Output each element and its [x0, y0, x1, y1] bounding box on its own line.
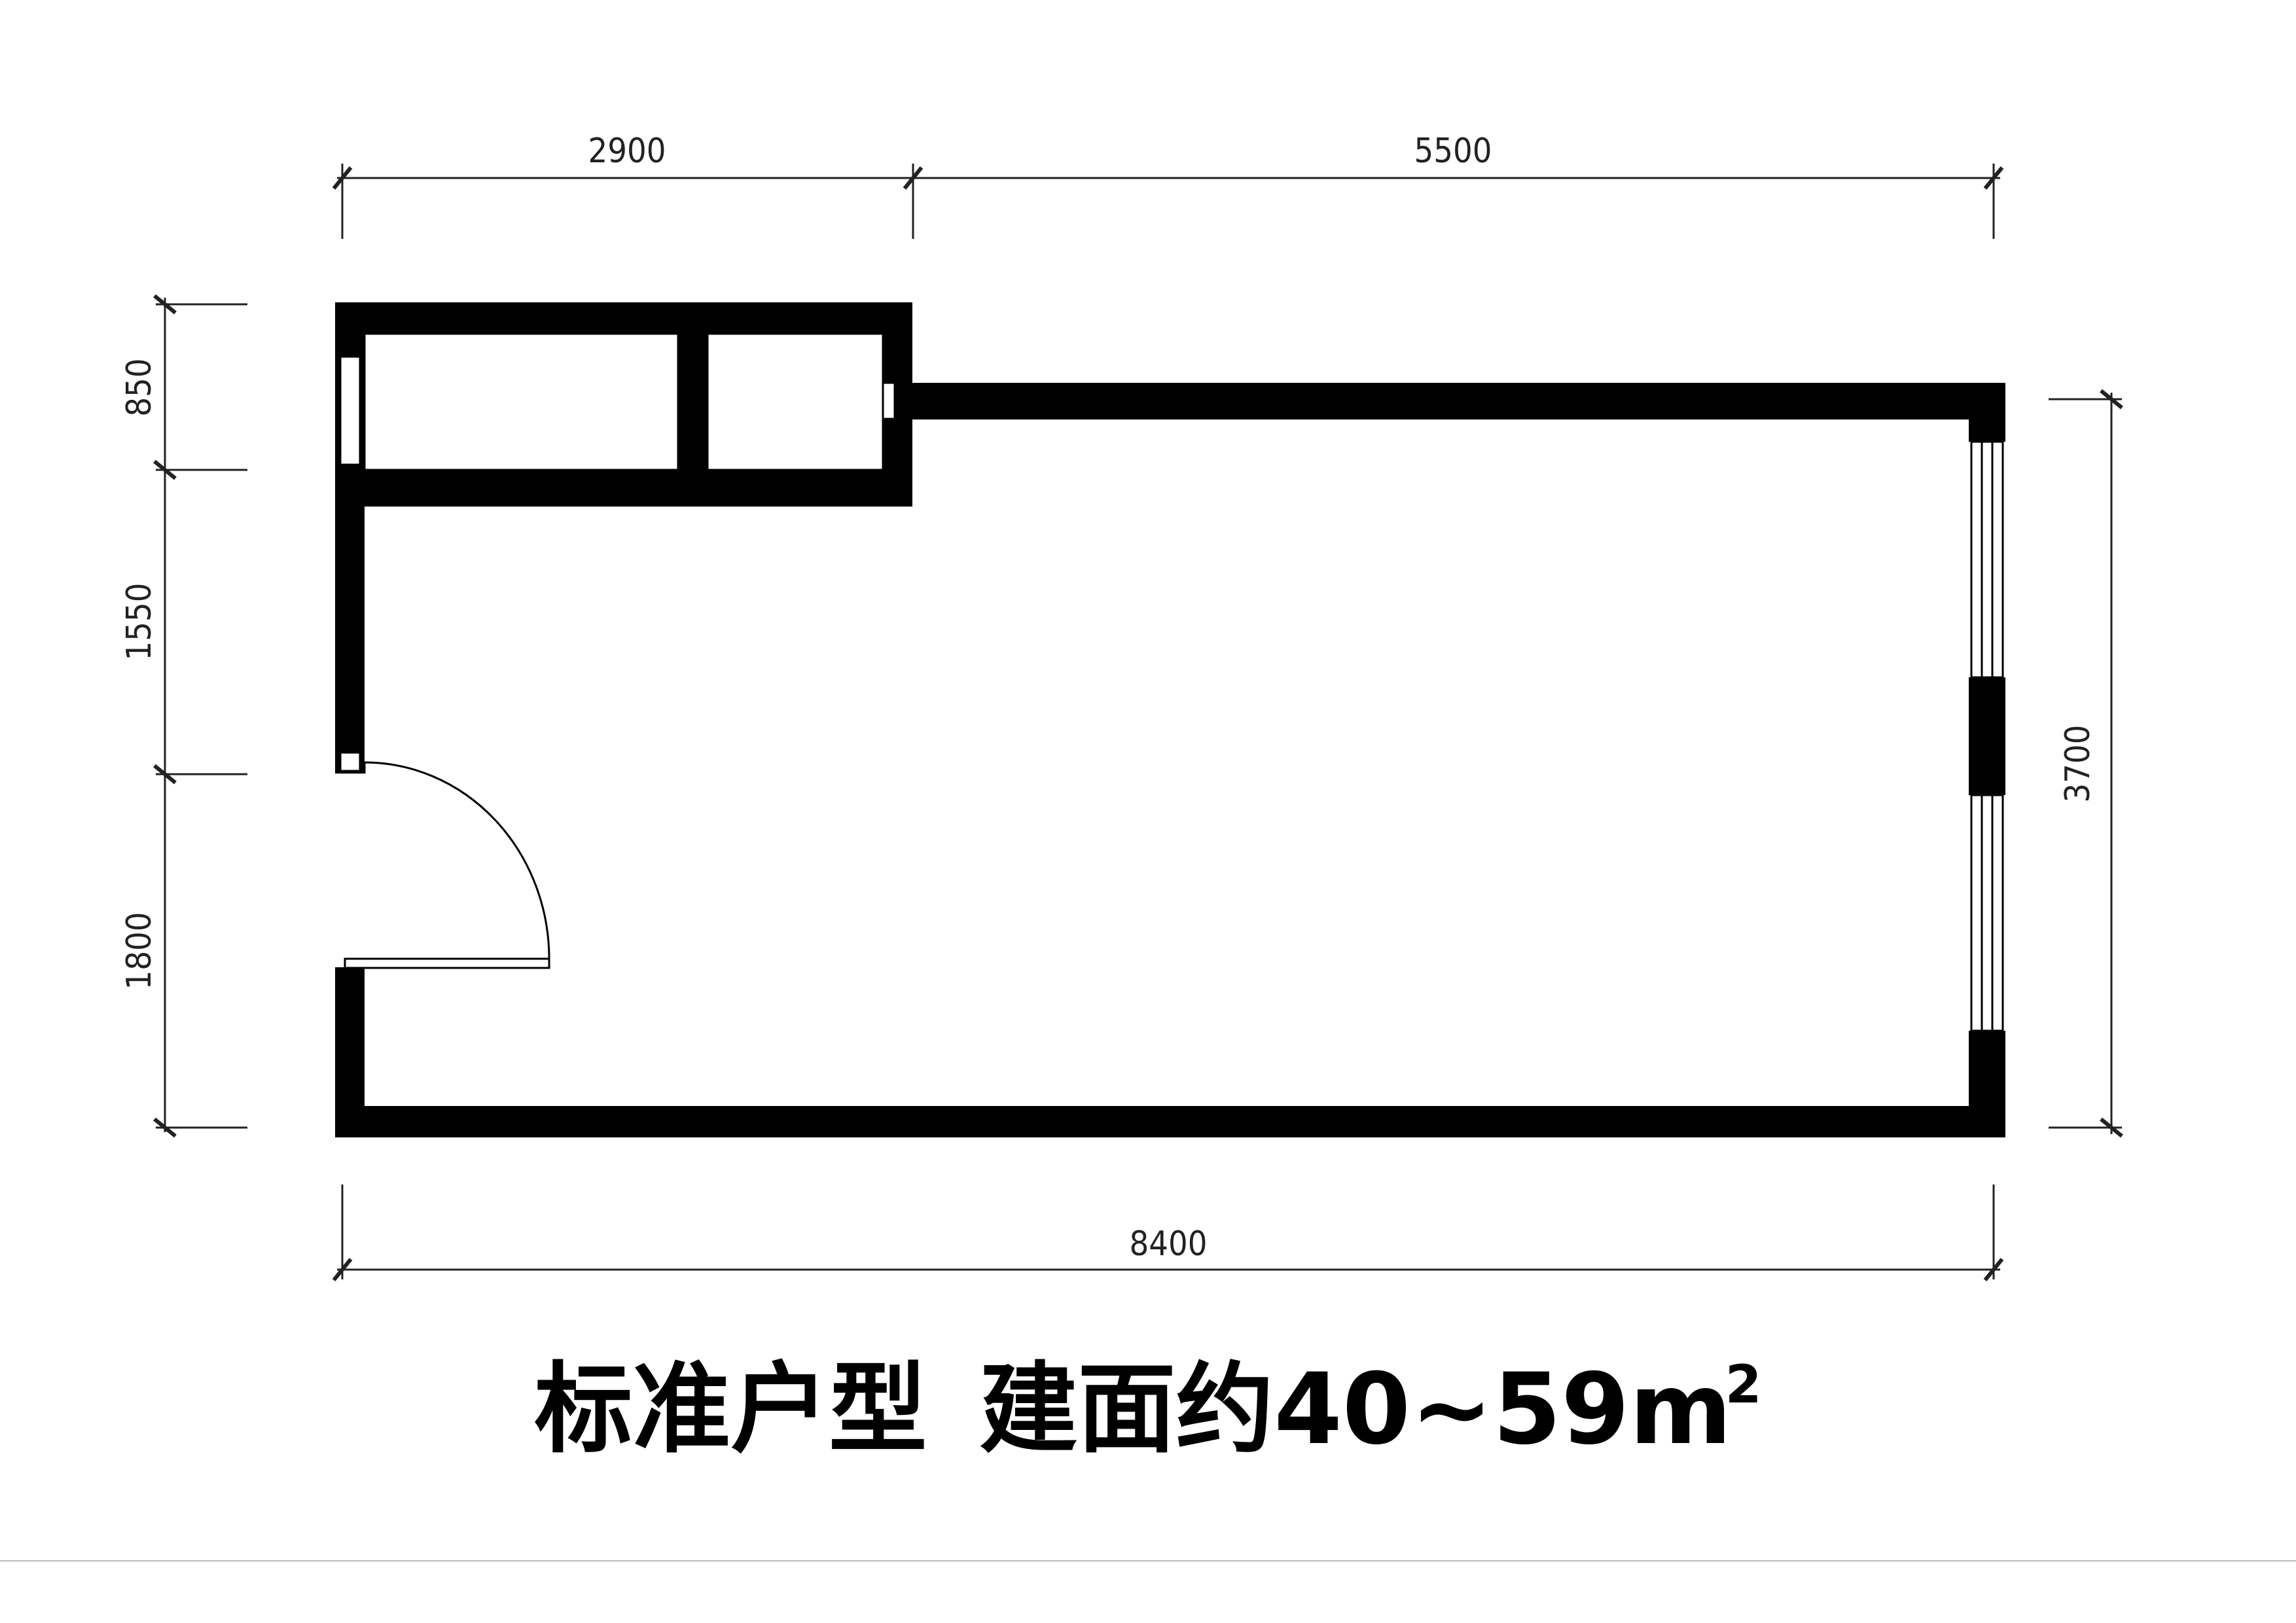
door-swing-arc	[364, 761, 550, 959]
entry-door	[344, 761, 550, 969]
wall-top-main	[883, 383, 2005, 419]
dim-right: 3700	[2058, 724, 2098, 802]
wall-right-middle	[1969, 677, 2005, 795]
dim-left-middle: 1550	[120, 582, 159, 660]
wall-bottom	[335, 1106, 2005, 1137]
caption-area-text: 建面约40~59m	[979, 1352, 1732, 1467]
dim-top-right: 5500	[1414, 132, 1492, 171]
window-upper	[1970, 440, 2004, 679]
niches	[339, 355, 896, 772]
dim-left-top: 850	[120, 358, 159, 416]
caption-area-sup: 2	[1725, 1353, 1762, 1415]
caption-area: 建面约40~59m2	[979, 1330, 1761, 1472]
dimension-lines	[153, 164, 2123, 1281]
door-leaf	[344, 957, 550, 969]
room-outlines	[363, 332, 884, 471]
wall-top-rooms	[335, 302, 912, 334]
wall-rooms-divider	[678, 302, 708, 507]
wall-rooms-bottom	[335, 470, 912, 507]
dim-bottom: 8400	[1129, 1224, 1207, 1264]
caption-label: 标准户型	[534, 1352, 927, 1467]
windows	[1970, 440, 2004, 1032]
wall-right-top	[1969, 383, 2005, 442]
dim-top-left: 2900	[588, 132, 666, 171]
plan-caption: 标准户型 建面约40~59m2	[0, 1335, 2296, 1467]
dim-left-bottom: 1800	[120, 912, 159, 990]
walls	[335, 302, 2005, 1137]
window-lower	[1970, 794, 2004, 1032]
